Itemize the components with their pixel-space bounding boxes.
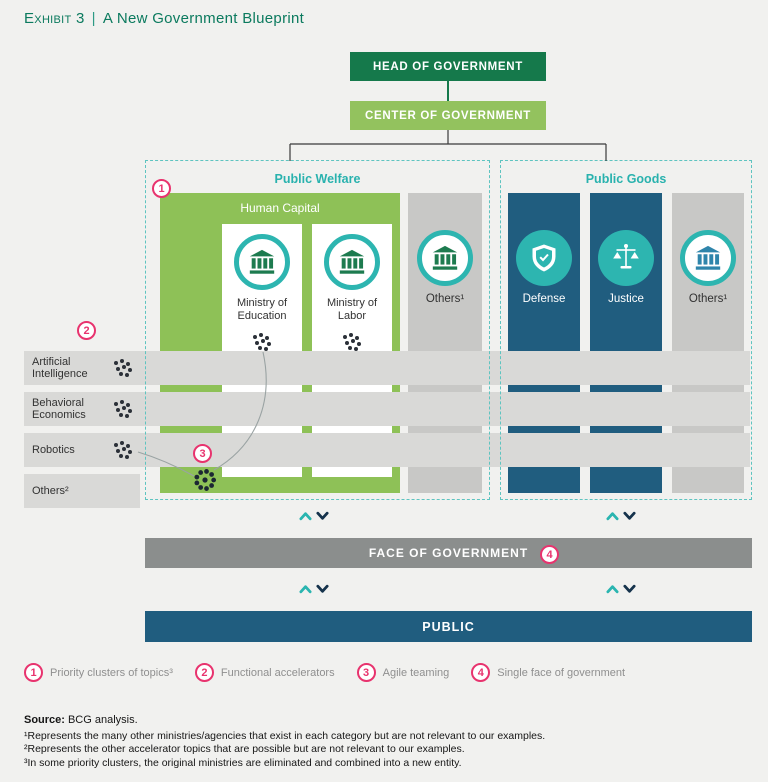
footnote-1: ¹Represents the many other ministries/ag…: [24, 730, 546, 742]
chevron-up-icon: [606, 510, 619, 522]
marker-1-badge: 1: [152, 179, 171, 198]
ministry-labor-label: Ministry of Labor: [326, 297, 378, 322]
source-line: Source:BCG analysis.: [24, 714, 750, 726]
topic-dots-icon: [112, 358, 134, 378]
topic-dots-icon: [251, 332, 273, 352]
topic-dots-icon: [112, 399, 134, 419]
tree-connector: [289, 130, 607, 161]
legend-label-1: Priority clusters of topics³: [50, 666, 173, 679]
flow-chevrons: [299, 583, 329, 595]
flow-chevrons: [299, 510, 329, 522]
chevron-down-icon: [316, 510, 329, 522]
public-welfare-label: Public Welfare: [274, 172, 361, 186]
legend-badge-4: 4: [471, 663, 491, 682]
topic-dots-icon: [341, 332, 363, 352]
public-bar: PUBLIC: [145, 611, 752, 642]
public-goods-label: Public Goods: [585, 172, 667, 186]
shield-icon: [516, 230, 572, 286]
topic-dots-icon: [112, 440, 134, 460]
chevron-down-icon: [623, 510, 636, 522]
footnote-3: ³In some priority clusters, the original…: [24, 756, 462, 769]
face-of-government-label: FACE OF GOVERNMENT: [368, 546, 529, 560]
accelerator-label-behavioral: Behavioral Economics: [32, 396, 86, 422]
legend-badge-3: 3: [356, 663, 376, 682]
legend-label-2: Functional accelerators: [220, 666, 335, 679]
agile-teaming-cluster-icon: [192, 467, 218, 493]
labor-building-icon: [324, 234, 380, 290]
welfare-others-label: Others¹: [425, 293, 465, 305]
legend-badge-1: 1: [24, 663, 43, 682]
flow-chevrons: [606, 510, 636, 522]
public-label: PUBLIC: [422, 619, 475, 634]
legend-badge-2: 2: [194, 663, 214, 682]
chevron-down-icon: [316, 583, 329, 595]
others-building-icon: [680, 230, 736, 286]
exhibit-number: Exhibit 3: [24, 10, 85, 27]
face-of-government-bar: FACE OF GOVERNMENT: [145, 538, 752, 568]
accelerator-label-robotics: Robotics: [32, 443, 75, 456]
footnote-2: ²Represents the other accelerator topics…: [24, 743, 465, 756]
ministry-education-label: Ministry of Education: [236, 297, 288, 322]
justice-label: Justice: [608, 293, 644, 305]
legend-item-functional-accelerators: 2 Functional accelerators: [194, 663, 335, 682]
center-of-government-box: CENTER OF GOVERNMENT: [350, 101, 546, 130]
marker-2-badge: 2: [77, 321, 96, 340]
chevron-up-icon: [606, 583, 619, 595]
education-building-icon: [234, 234, 290, 290]
source-label: Source:: [24, 714, 65, 726]
title-divider: |: [91, 10, 96, 27]
human-capital-label: Human Capital: [240, 201, 320, 215]
legend-label-4: Single face of government: [497, 666, 626, 679]
chevron-up-icon: [299, 583, 312, 595]
head-of-government-label: HEAD OF GOVERNMENT: [373, 60, 523, 73]
defense-label: Defense: [522, 293, 566, 305]
legend-label-3: Agile teaming: [382, 666, 450, 679]
source-text: BCG analysis.: [67, 714, 138, 726]
goods-others-label: Others¹: [688, 293, 728, 305]
exhibit-title: Exhibit 3 | A New Government Blueprint: [24, 10, 304, 27]
legend-item-single-face: 4 Single face of government: [471, 663, 625, 682]
marker-3-badge: 3: [193, 444, 212, 463]
accelerator-band-others: [24, 474, 140, 508]
scales-icon: [598, 230, 654, 286]
center-of-government-label: CENTER OF GOVERNMENT: [364, 109, 532, 122]
head-of-government-box: HEAD OF GOVERNMENT: [350, 52, 546, 81]
flow-chevrons: [606, 583, 636, 595]
chevron-down-icon: [623, 583, 636, 595]
marker-4-badge: 4: [540, 545, 559, 564]
footer-notes: Source:BCG analysis. ¹Represents the man…: [24, 714, 750, 770]
legend-item-agile-teaming: 3 Agile teaming: [356, 663, 450, 682]
accelerator-label-others: Others²: [32, 484, 69, 497]
others-building-icon: [417, 230, 473, 286]
legend-item-priority-clusters: 1 Priority clusters of topics³: [24, 663, 173, 682]
page-title: A New Government Blueprint: [102, 10, 305, 27]
legend: 1 Priority clusters of topics³ 2 Functio…: [24, 663, 625, 682]
accelerator-label-ai: Artificial Intelligence: [32, 355, 88, 381]
chevron-up-icon: [299, 510, 312, 522]
